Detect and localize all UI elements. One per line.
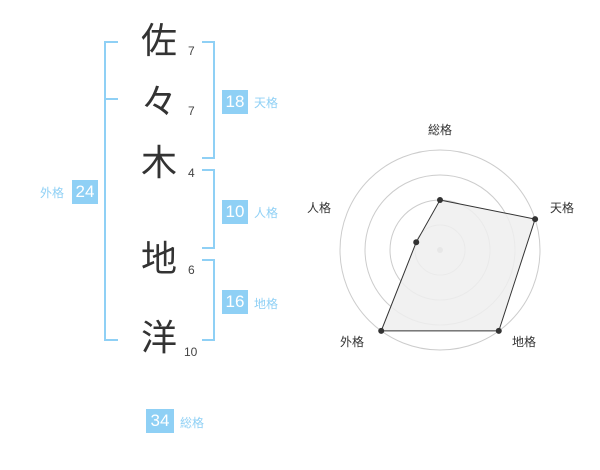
tenkaku-value-badge: 18 <box>222 90 248 114</box>
jinkaku-label: 人格 <box>254 206 279 220</box>
tenkaku-label: 天格 <box>254 96 279 110</box>
radar-points <box>378 197 539 334</box>
soukaku-label: 総格 <box>180 416 205 430</box>
stroke-count-2: 7 <box>188 104 195 118</box>
radar-value-polygon <box>380 199 536 332</box>
radar-point-1 <box>437 197 443 203</box>
gaikaku-label: 外格 <box>40 186 65 200</box>
radar-axis-label-2: 天格 <box>550 200 574 215</box>
radar-point-5 <box>413 239 420 246</box>
chikaku-label: 地格 <box>254 297 279 311</box>
radar-point-3 <box>495 327 502 334</box>
gaikaku-value-badge: 24 <box>72 180 98 204</box>
radar-axis-label-3: 地格 <box>512 334 536 349</box>
radar-axis-label-5: 人格 <box>307 200 331 215</box>
gaikaku-bracket <box>104 41 118 341</box>
name-char-5: 洋 <box>140 318 177 359</box>
name-char-4: 地 <box>140 239 177 280</box>
jinkaku-bracket <box>202 169 215 249</box>
radar-ring-4 <box>339 149 541 351</box>
chikaku-bracket <box>202 259 215 341</box>
radar-point-4 <box>378 327 385 334</box>
radar-point-2 <box>532 216 539 223</box>
jinkaku-value-badge: 10 <box>222 200 248 224</box>
name-char-3: 木 <box>140 143 177 184</box>
name-char-1: 佐 <box>140 21 177 62</box>
radar-axis-label-4: 外格 <box>340 334 364 349</box>
stroke-count-5: 10 <box>184 345 198 359</box>
chikaku-value-badge: 16 <box>222 290 248 314</box>
tenkaku-bracket <box>202 41 215 159</box>
stroke-count-4: 6 <box>188 263 195 277</box>
soukaku-value-badge: 34 <box>146 409 174 433</box>
stroke-count-1: 7 <box>188 44 195 58</box>
radar-axis-label-1: 総格 <box>428 122 452 137</box>
gaikaku-bracket-tick <box>104 98 118 100</box>
name-char-2: 々 <box>140 82 177 123</box>
stroke-count-3: 4 <box>188 166 195 180</box>
